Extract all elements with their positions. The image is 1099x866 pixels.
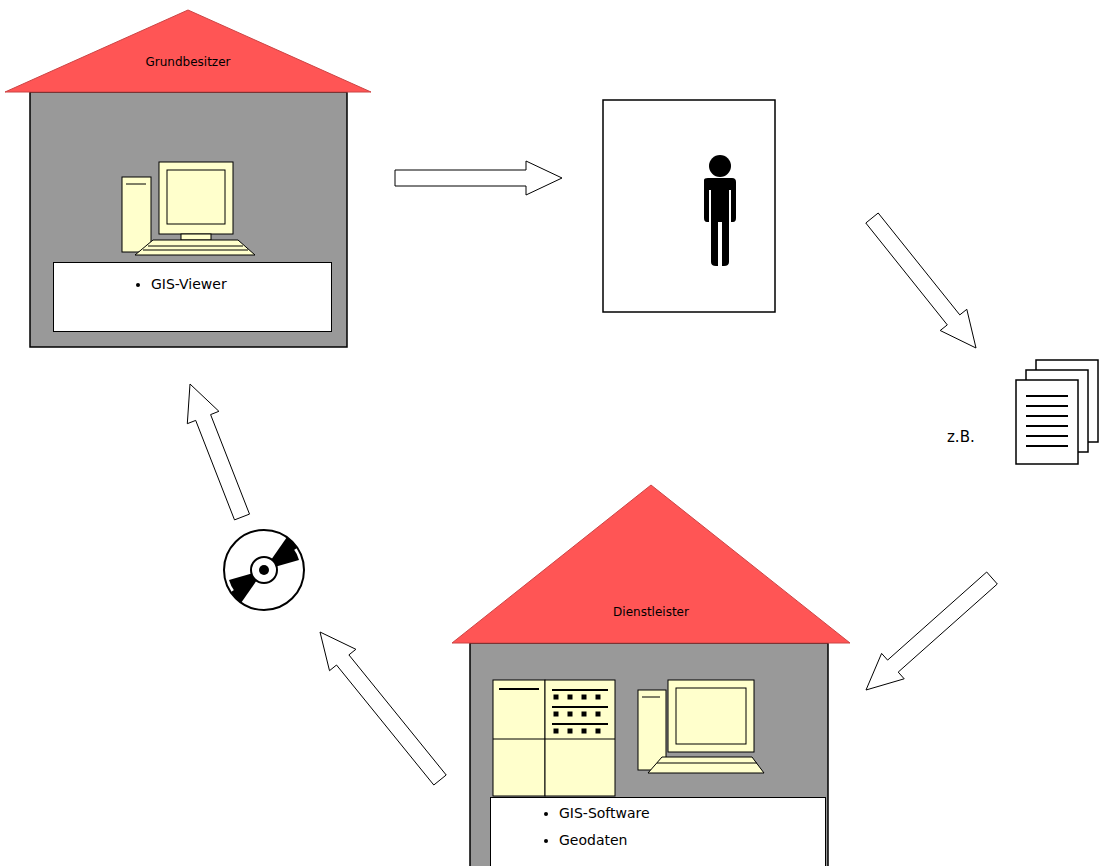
house-title: Dienstleister	[452, 605, 850, 619]
flow-arrow	[395, 161, 562, 195]
computer-icon	[122, 162, 255, 255]
flow-arrow	[320, 632, 446, 785]
documents-icon	[1016, 360, 1098, 464]
bullet-item: GIS-Software	[559, 800, 825, 827]
info-box: GIS-SoftwareGeodaten	[490, 797, 826, 866]
bullet-item: GIS-Viewer	[151, 271, 331, 298]
flow-arrow	[866, 572, 997, 690]
house-body	[30, 92, 347, 347]
info-box: GIS-Viewer	[53, 262, 332, 332]
house-title: Grundbesitzer	[5, 55, 371, 69]
example-label: z.B.	[947, 428, 975, 446]
bullet-item: Geodaten	[559, 827, 825, 854]
house-roof	[452, 485, 850, 643]
house-node: GrundbesitzerGIS-Viewer	[5, 10, 371, 347]
house-roof	[5, 10, 371, 92]
computer-icon	[493, 680, 764, 796]
person-icon	[704, 155, 736, 266]
person-box	[603, 100, 775, 312]
flow-arrow	[187, 384, 249, 520]
bullet-list: GIS-Viewer	[151, 271, 331, 298]
cd-icon	[224, 530, 304, 610]
flow-arrow	[866, 213, 976, 348]
bullet-list: GIS-SoftwareGeodaten	[559, 800, 825, 854]
house-node: DienstleisterGIS-SoftwareGeodaten	[452, 485, 850, 866]
